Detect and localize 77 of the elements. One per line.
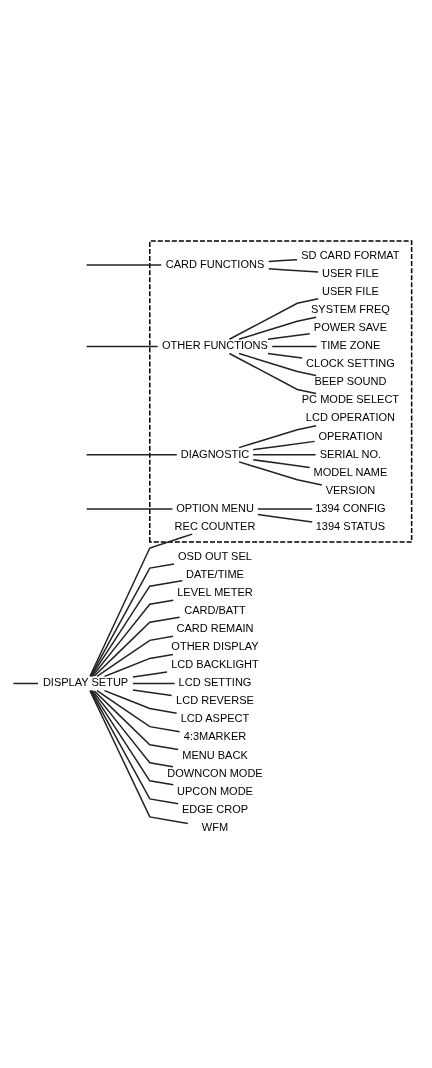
- connector: [268, 258, 298, 263]
- connector: [89, 689, 189, 825]
- connector: [132, 682, 176, 685]
- node-text: DISPLAY SETUP: [42, 676, 129, 689]
- node-text: PC MODE SELECT: [301, 393, 400, 406]
- connector: [252, 440, 316, 451]
- connector: [85, 264, 163, 266]
- connector: [132, 671, 168, 678]
- node-text: DOWNCON MODE: [167, 766, 263, 779]
- node-text: CARD FUNCTIONS: [165, 257, 265, 270]
- node-text: USER FILE: [321, 285, 379, 298]
- connector: [91, 689, 174, 768]
- connector: [228, 298, 319, 340]
- node-text: OTHER FUNCTIONS: [162, 339, 268, 352]
- connector: [238, 461, 323, 486]
- connector: [85, 508, 174, 510]
- node-text: DIAGNOSTIC: [180, 447, 250, 460]
- connector: [268, 267, 319, 273]
- node-text: LCD BACKLIGHT: [171, 658, 259, 671]
- connector: [85, 454, 178, 456]
- connector: [96, 689, 181, 733]
- connector: [238, 352, 317, 377]
- node-text: USER FILE: [321, 266, 379, 279]
- node-text: MODEL NAME: [313, 465, 388, 478]
- connector: [271, 345, 318, 348]
- node-text: SYSTEM FREQ: [310, 303, 390, 316]
- connector: [93, 616, 181, 677]
- node-text: DATE/TIME: [186, 567, 244, 580]
- connector: [93, 690, 179, 751]
- connector: [103, 653, 174, 678]
- connector: [257, 513, 313, 523]
- connector: [90, 690, 175, 786]
- connector: [89, 689, 179, 805]
- connector: [85, 345, 159, 348]
- node-text: LCD REVERSE: [176, 694, 254, 707]
- node-text: REC COUNTER: [174, 519, 256, 532]
- connector: [96, 635, 174, 678]
- node-text: MENU BACK: [182, 748, 248, 761]
- node-text: TIME ZONE: [320, 339, 381, 352]
- cluster: [149, 240, 413, 543]
- node-text: 4:3MARKER: [183, 730, 247, 743]
- node-text: LEVEL METER: [177, 586, 253, 598]
- node-text: WFM: [201, 820, 229, 833]
- node-text: CLOCK SETTING: [306, 357, 395, 370]
- node-text: LCD ASPECT: [180, 712, 250, 725]
- connector: [89, 563, 175, 678]
- node-text: VERSION: [325, 483, 376, 496]
- node-text: POWER SAVE: [313, 321, 388, 334]
- connector: [90, 579, 183, 677]
- node-text: 1394 STATUS: [315, 519, 386, 532]
- connector: [103, 689, 178, 714]
- connector: [267, 352, 303, 359]
- connector: [238, 316, 317, 340]
- node-text: OPTION MENU: [176, 501, 254, 514]
- node-text: CARD REMAIN: [176, 622, 254, 635]
- node-text: BEEP SOUND: [314, 375, 387, 388]
- node-text: UPCON MODE: [177, 784, 253, 797]
- node-text: SERIAL NO.: [319, 447, 382, 460]
- connector: [228, 352, 317, 395]
- node-text: SD CARD FORMAT: [301, 248, 400, 261]
- node-text: EDGE CROP: [181, 802, 249, 815]
- connector: [252, 459, 311, 469]
- connector: [12, 682, 39, 685]
- connector: [267, 332, 311, 341]
- connector: [257, 508, 313, 510]
- node-text: 1394 CONFIG: [315, 501, 386, 514]
- node-text: LCD OPERATION: [305, 411, 396, 424]
- connector: [89, 533, 193, 677]
- connector: [238, 424, 317, 449]
- node-text: CARD/BATT: [184, 604, 246, 617]
- connector: [91, 599, 175, 678]
- connector: [132, 689, 173, 697]
- node-text: OTHER DISPLAY: [171, 640, 259, 653]
- node-text: OSD OUT SEL: [178, 549, 252, 562]
- node-text: OPERATION: [318, 429, 383, 442]
- connector: [252, 454, 317, 456]
- node-text: LCD SETTING: [178, 676, 252, 689]
